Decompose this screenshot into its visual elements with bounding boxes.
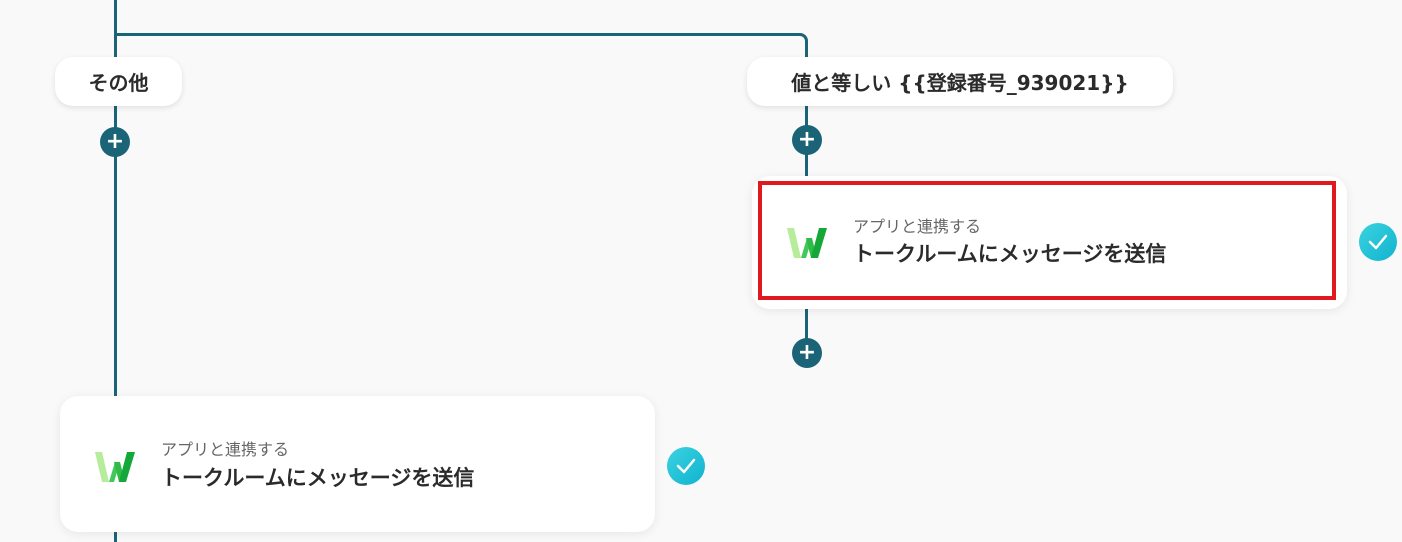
add-step-button-right-top[interactable]: + — [792, 125, 822, 155]
add-step-button-left[interactable]: + — [100, 127, 130, 157]
action-card-right[interactable]: アプリと連携する トークルームにメッセージを送信 — [752, 176, 1347, 309]
action-card-subtitle: アプリと連携する — [853, 217, 982, 236]
branch-label-other[interactable]: その他 — [55, 57, 182, 106]
add-step-button-right-bottom[interactable]: + — [792, 338, 822, 368]
worksmobile-logo-icon — [787, 228, 827, 258]
right-flow-line-top — [805, 48, 808, 182]
worksmobile-logo-icon — [95, 452, 135, 482]
branch-connector-corner — [790, 33, 808, 51]
completed-check-icon — [667, 447, 705, 485]
branch-label-equals-text: 値と等しい {{登録番号_939021}} — [791, 71, 1129, 95]
action-card-title: トークルームにメッセージを送信 — [853, 242, 1167, 266]
action-card-subtitle: アプリと連携する — [161, 440, 290, 459]
action-card-title: トークルームにメッセージを送信 — [161, 466, 475, 490]
branch-connector-horizontal — [114, 33, 794, 36]
right-flow-line-bottom — [805, 300, 808, 356]
action-card-left[interactable]: アプリと連携する トークルームにメッセージを送信 — [60, 396, 655, 532]
completed-check-icon — [1359, 223, 1397, 261]
selection-highlight-box — [758, 181, 1336, 300]
branch-label-other-text: その他 — [88, 71, 149, 95]
left-flow-line — [114, 0, 117, 542]
branch-label-equals[interactable]: 値と等しい {{登録番号_939021}} — [747, 57, 1173, 106]
